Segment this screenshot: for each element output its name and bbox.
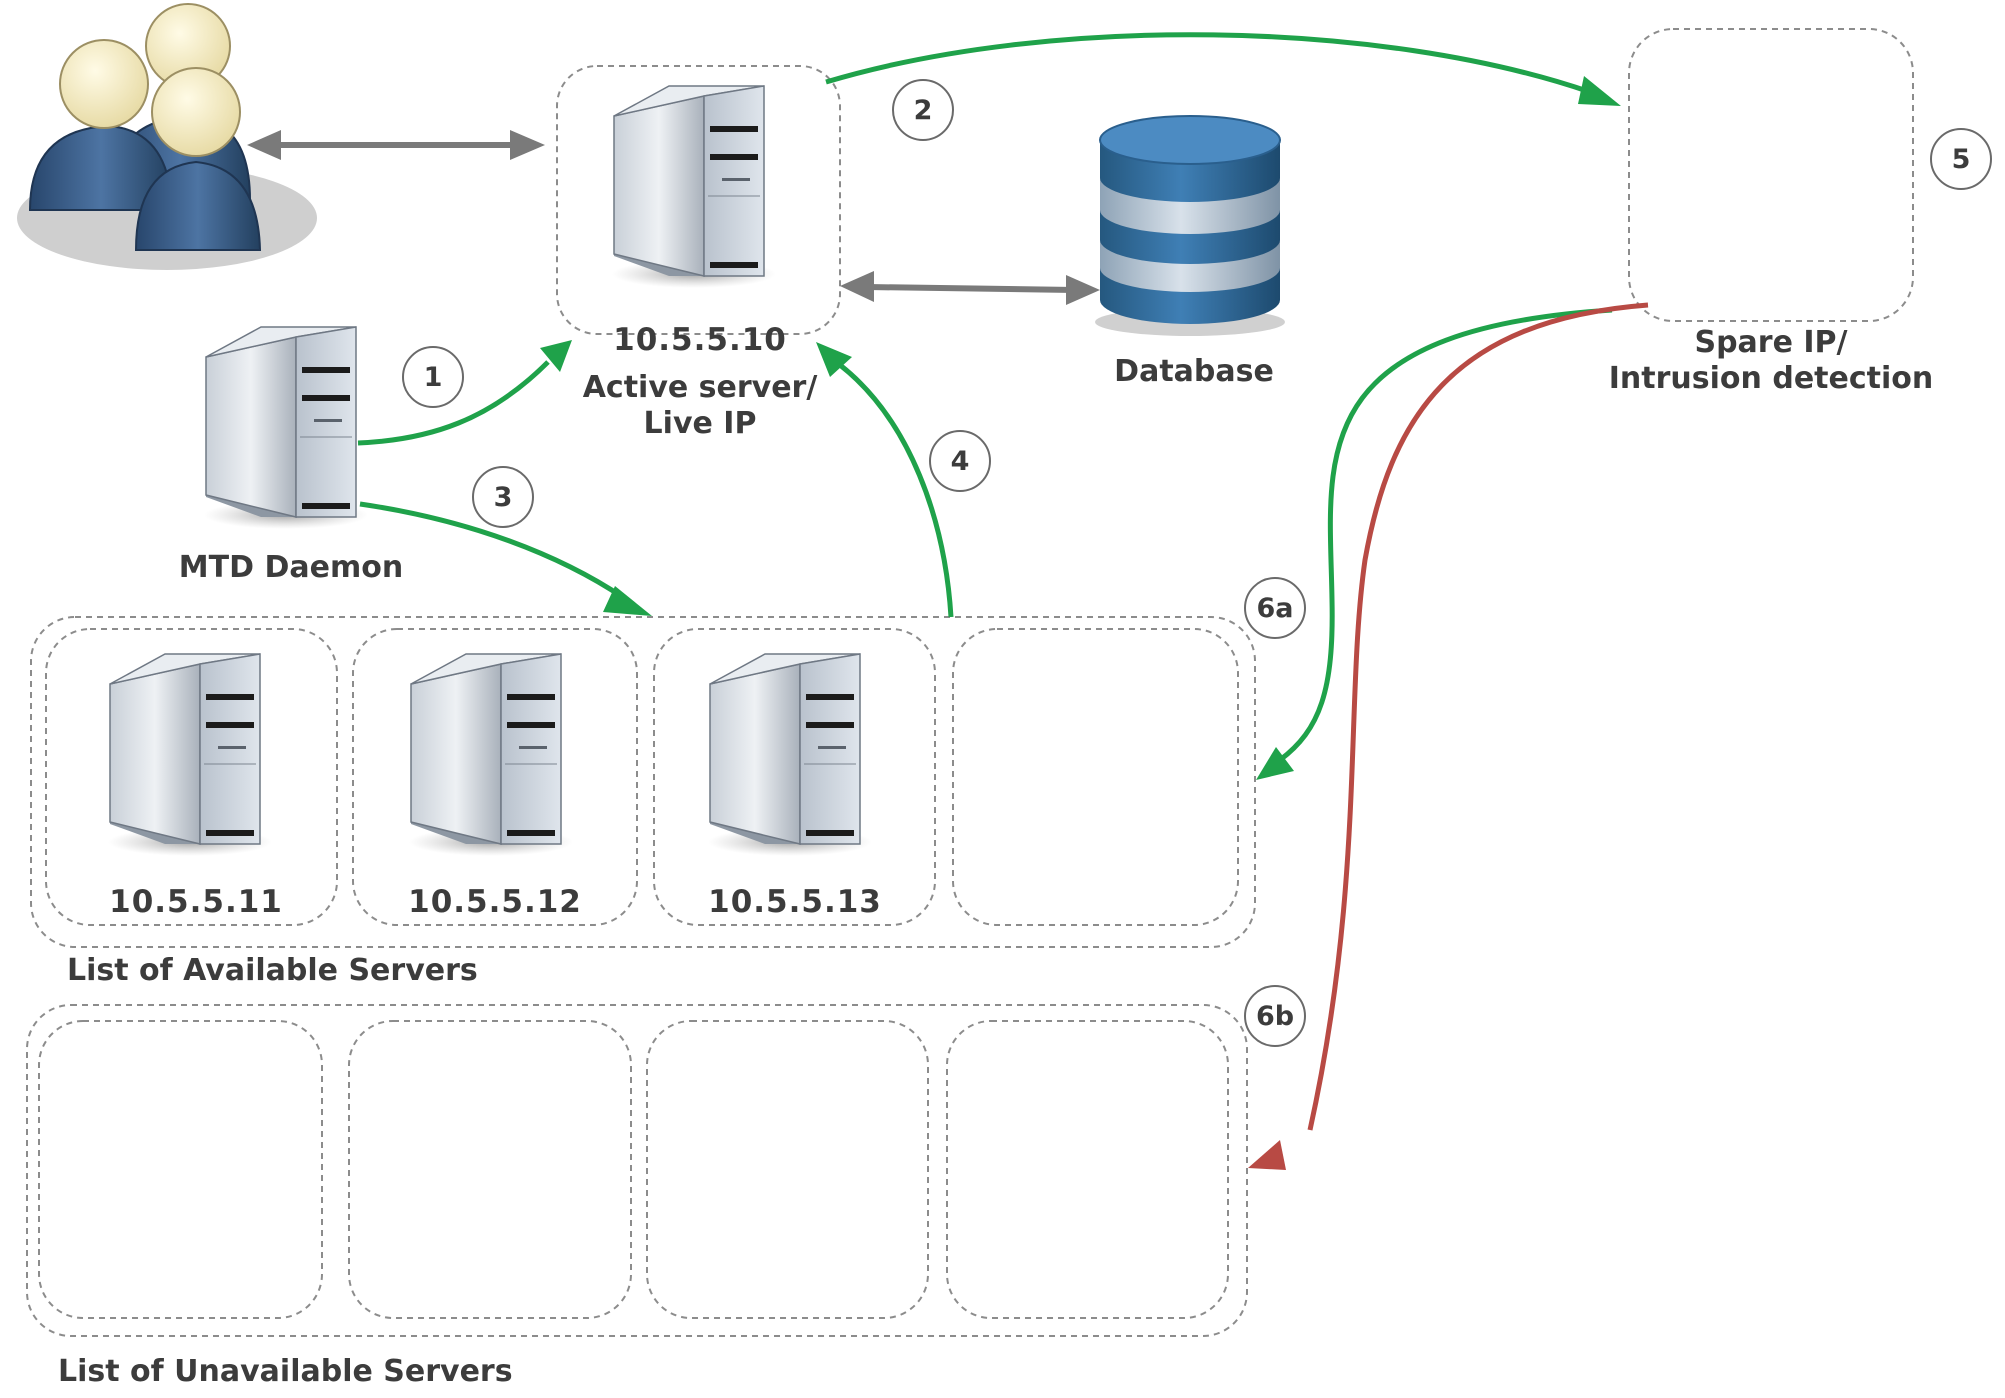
- server-icon-10.5.5.13: [707, 653, 873, 857]
- step-badge-5: 5: [1930, 128, 1992, 190]
- unavailable-servers-group: [26, 1004, 1248, 1337]
- step-badge-4: 4: [929, 430, 991, 492]
- unavailable-servers-title: List of Unavailable Servers: [58, 1354, 513, 1389]
- database-icon: [1095, 115, 1285, 336]
- arrow-step-1: [357, 340, 572, 446]
- active-server-label: Active server/ Live IP: [583, 370, 818, 442]
- mtd-daemon-label: MTD Daemon: [178, 550, 404, 585]
- server-icon-10.5.5.12: [408, 653, 574, 857]
- available-server-ip-2: 10.5.5.12: [408, 884, 582, 920]
- active-server-icon: [611, 85, 777, 289]
- available-slot-2: [352, 628, 638, 926]
- available-slot-3: [653, 628, 936, 926]
- step-badge-6b: 6b: [1244, 985, 1306, 1047]
- available-slot-1: [45, 628, 338, 926]
- unavailable-slot-3: [646, 1020, 929, 1319]
- step-badge-1: 1: [402, 346, 464, 408]
- active-server-label-line2: Live IP: [643, 406, 757, 441]
- unavailable-slot-4: [946, 1020, 1229, 1319]
- active-server-ip: 10.5.5.10: [613, 322, 787, 358]
- arrow-step-3: [359, 501, 652, 616]
- spare-ip-frame: [1628, 28, 1914, 322]
- mtd-daemon-server-icon: [203, 326, 369, 530]
- spare-ip-label-line2: Intrusion detection: [1608, 361, 1934, 396]
- step-badge-2: 2: [892, 79, 954, 141]
- users-active-server-arrow: [247, 130, 545, 160]
- database-label: Database: [1114, 354, 1274, 389]
- users-icon: [17, 3, 317, 270]
- step-badge-3: 3: [472, 466, 534, 528]
- available-slot-4-empty: [952, 628, 1239, 926]
- server-icon-10.5.5.11: [107, 653, 273, 857]
- active-server-label-line1: Active server/: [582, 370, 818, 405]
- available-servers-group: [30, 616, 1256, 948]
- unavailable-slot-2: [348, 1020, 632, 1319]
- available-server-ip-3: 10.5.5.13: [708, 884, 882, 920]
- available-servers-title: List of Available Servers: [67, 953, 478, 988]
- arrow-step-6a: [1256, 307, 1613, 780]
- spare-ip-label-line1: Spare IP/: [1694, 325, 1848, 360]
- active-server-frame: [556, 65, 841, 335]
- spare-ip-label: Spare IP/ Intrusion detection: [1609, 325, 1933, 397]
- available-server-ip-1: 10.5.5.11: [109, 884, 283, 920]
- arrow-step-6b: [1248, 302, 1649, 1170]
- step-badge-6a: 6a: [1244, 577, 1306, 639]
- arrow-step-4: [816, 342, 954, 618]
- unavailable-slot-1: [38, 1020, 323, 1319]
- arrow-step-2: [825, 32, 1621, 106]
- active-server-database-arrow: [840, 271, 1100, 305]
